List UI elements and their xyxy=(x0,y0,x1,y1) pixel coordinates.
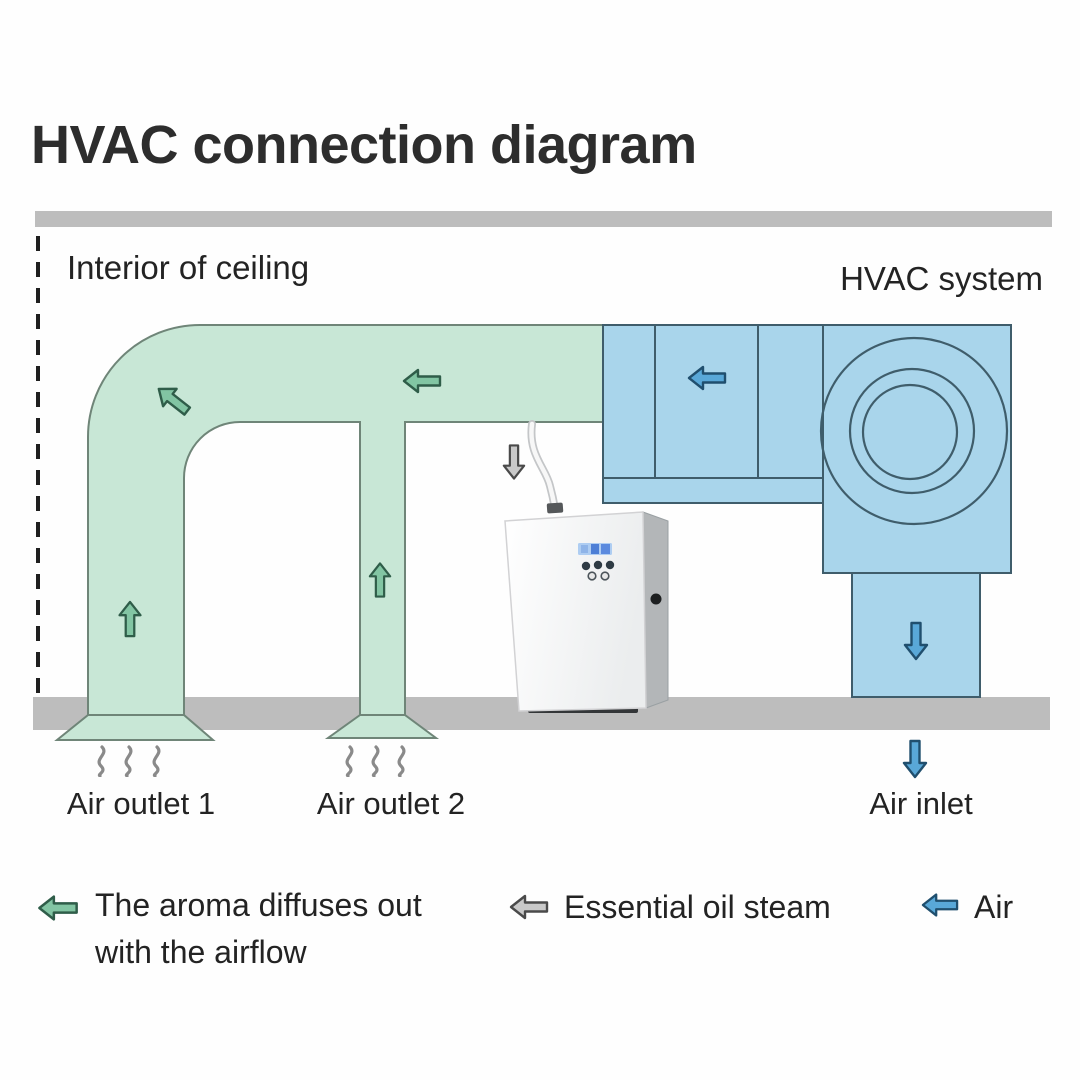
lcd-segment-1 xyxy=(581,545,588,553)
fan-middle-circle xyxy=(848,367,976,495)
device-button-5 xyxy=(600,571,610,581)
device-button-4 xyxy=(587,571,597,581)
legend-aroma-arrow-icon xyxy=(38,895,78,921)
hvac-blue-assembly xyxy=(602,324,1012,698)
legend-air-text: Air xyxy=(974,889,1014,925)
device-side-knob xyxy=(650,593,662,605)
green-aroma-duct xyxy=(54,324,604,741)
air-outlet-2-label: Air outlet 2 xyxy=(316,786,466,821)
lcd-segment-3 xyxy=(601,544,610,554)
cable-connector xyxy=(546,502,564,514)
wisp-icon xyxy=(371,745,380,777)
device-button-1 xyxy=(581,561,591,571)
legend-steam-text: Essential oil steam xyxy=(564,889,831,925)
page-title: HVAC connection diagram xyxy=(31,115,697,175)
legend-aroma-line1: The aroma diffuses out xyxy=(95,887,422,923)
fan-inner-circle xyxy=(861,383,959,481)
green-duct-body xyxy=(54,324,604,741)
blue-duct-main-section xyxy=(602,324,824,479)
air-inlet-arrow-up xyxy=(902,739,928,779)
legend-steam-arrow-icon xyxy=(509,894,549,920)
outlet-air-wisps xyxy=(97,745,406,777)
wisp-icon xyxy=(97,745,106,777)
interior-of-ceiling-label: Interior of ceiling xyxy=(67,249,310,286)
ceiling-top-bar xyxy=(35,211,1052,227)
diffuser-side-panel xyxy=(642,511,669,709)
fan-outer-circle xyxy=(819,336,1009,526)
essential-oil-steam-arrow-up xyxy=(502,444,526,480)
hvac-system-label: HVAC system xyxy=(840,260,1043,297)
legend-air-arrow-icon xyxy=(921,893,959,917)
diffuser-front-panel xyxy=(504,511,647,712)
wisp-icon xyxy=(152,745,161,777)
wisp-icon xyxy=(124,745,133,777)
steam-arrows xyxy=(502,444,526,480)
device-button-2 xyxy=(593,560,603,570)
blue-duct-lower-band xyxy=(602,477,824,504)
wisp-icon xyxy=(397,745,406,777)
legend-aroma-line2: with the airflow xyxy=(95,934,307,970)
device-button-3 xyxy=(605,560,615,570)
air-outlet-1-label: Air outlet 1 xyxy=(66,786,216,821)
air-inlet-label: Air inlet xyxy=(869,786,973,821)
legend-aroma-text: The aroma diffuses out with the airflow xyxy=(95,882,422,976)
wisp-icon xyxy=(345,745,354,777)
lcd-segment-2 xyxy=(591,544,599,554)
aroma-diffuser-device xyxy=(504,420,669,713)
